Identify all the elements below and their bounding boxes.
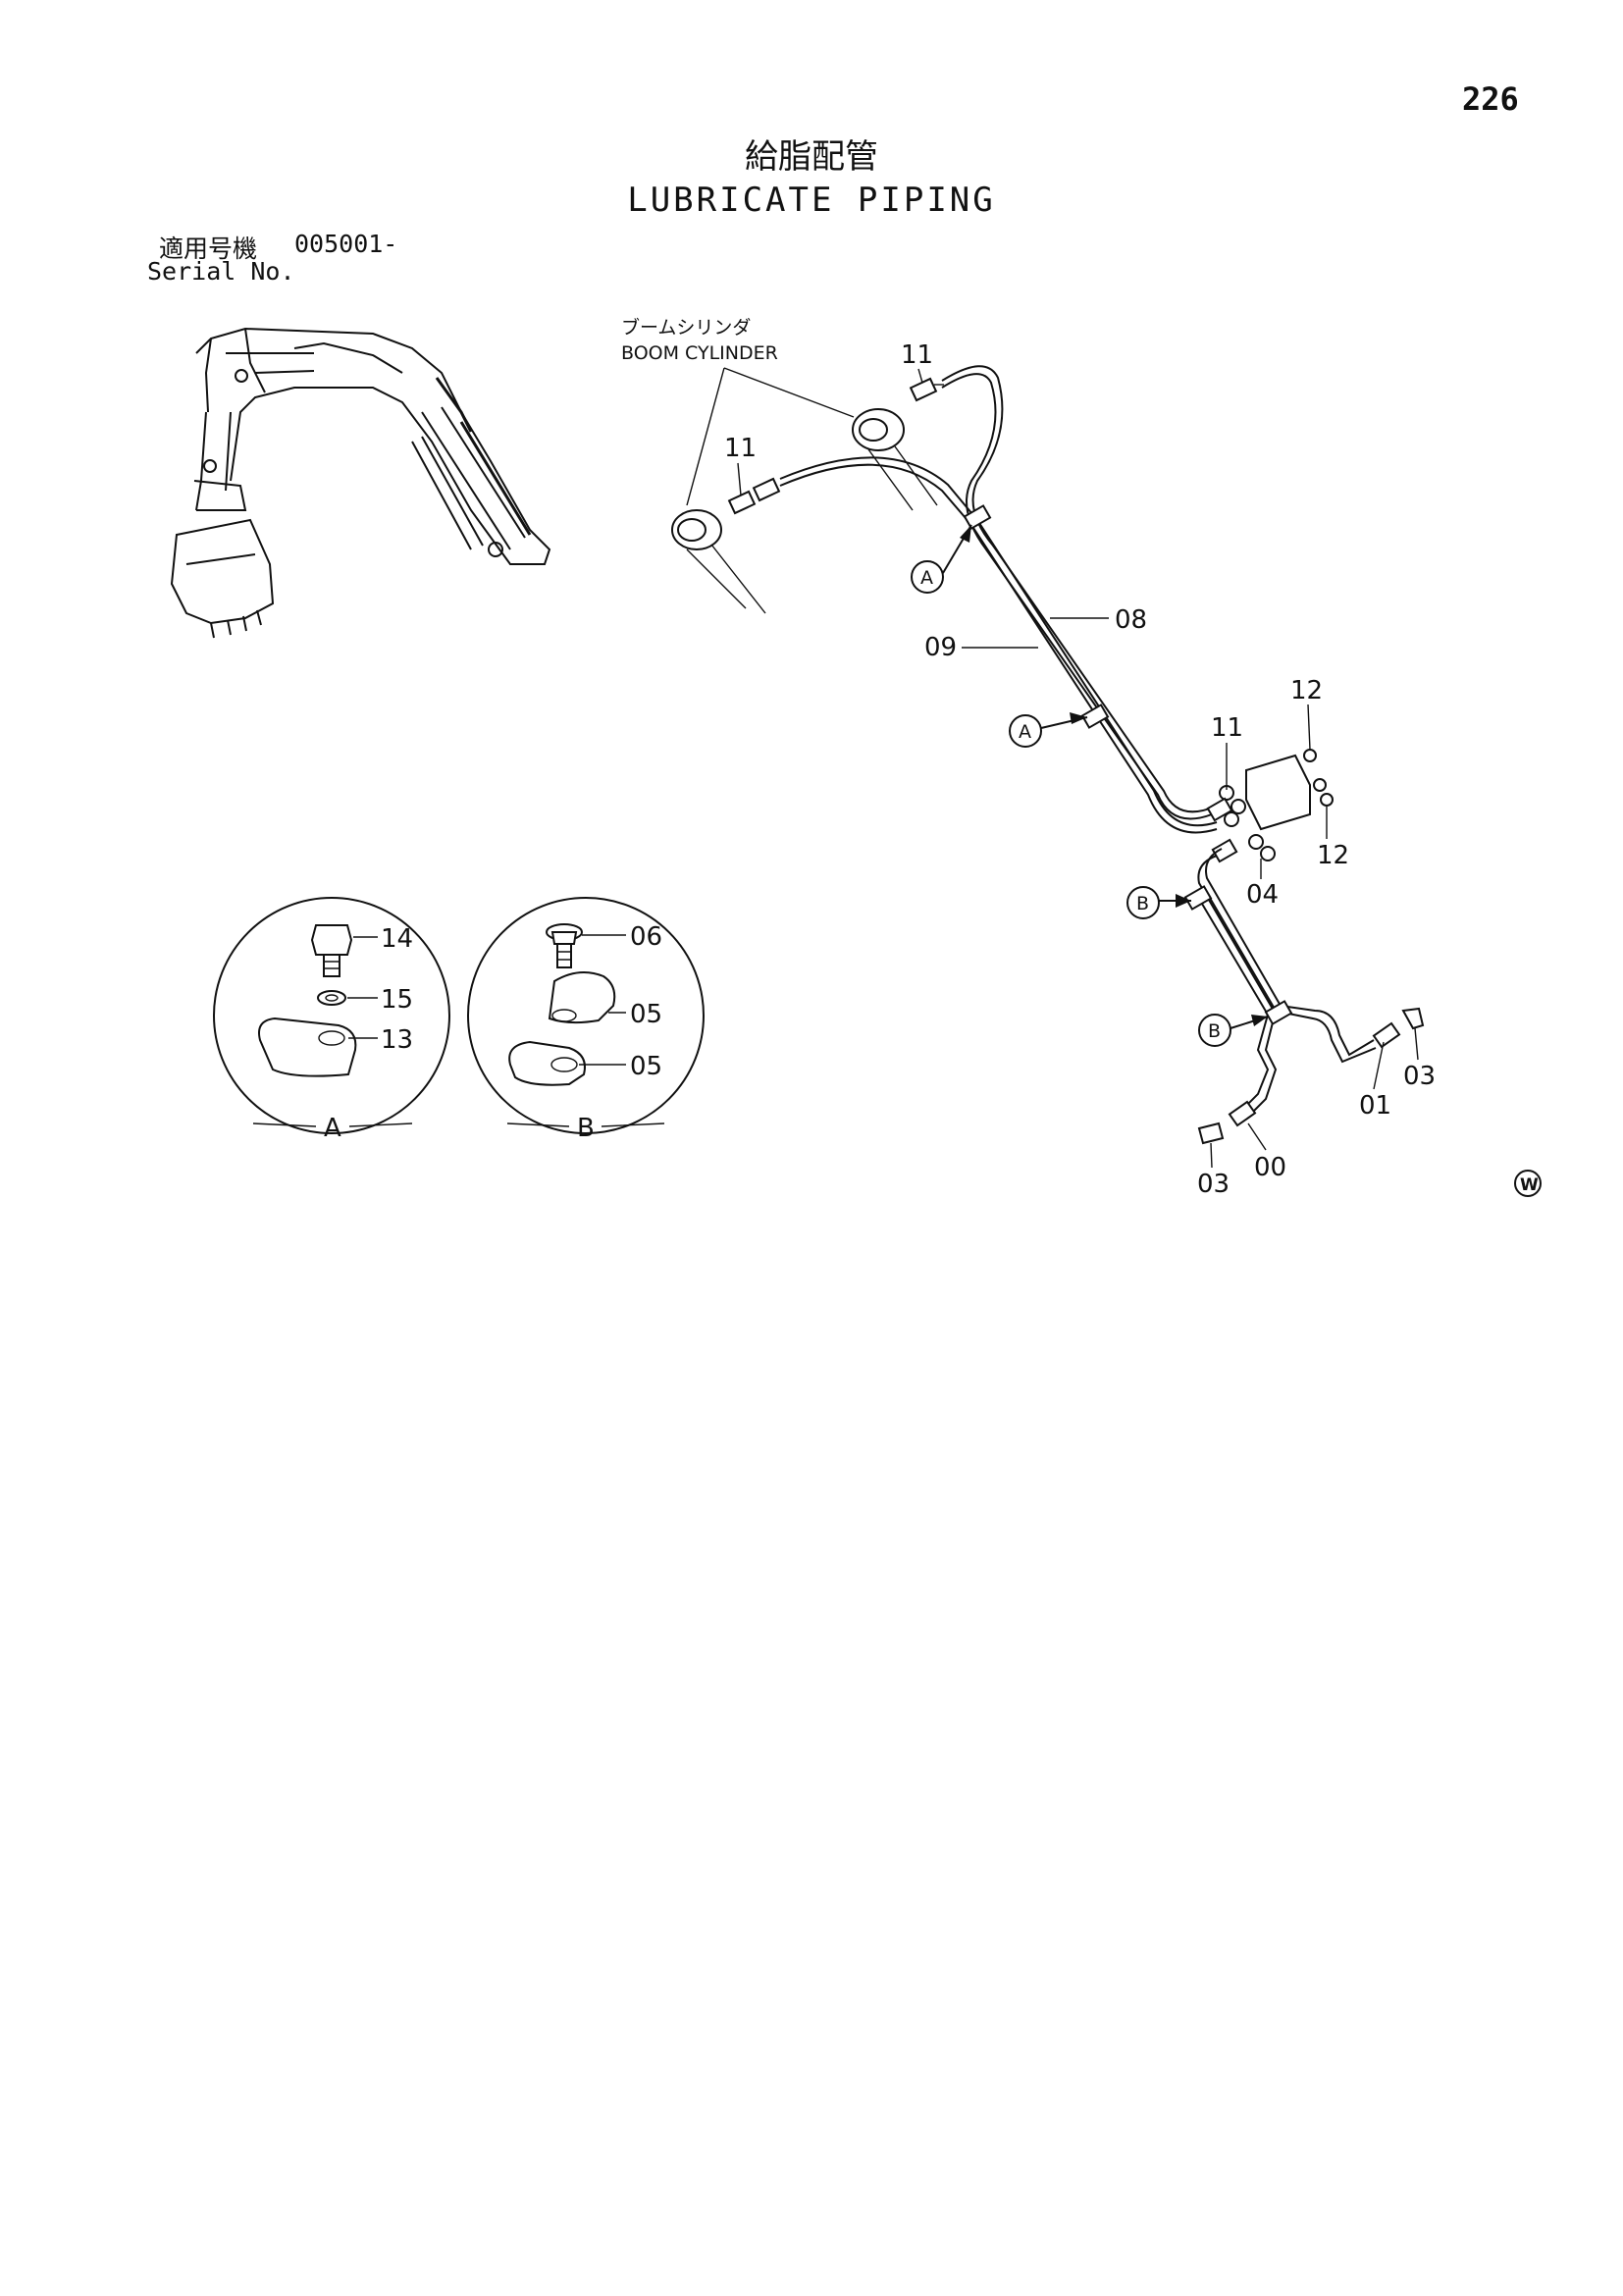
callout-06: 06: [630, 922, 662, 952]
serial-label-english: Serial No.: [147, 257, 295, 286]
leader-12-top: [1307, 704, 1311, 751]
w-mark-icon: [1514, 1170, 1542, 1197]
leader-03-left: [1210, 1142, 1213, 1169]
boom-cylinder-label-english: BOOM CYLINDER: [621, 342, 778, 364]
leader-11-top: [917, 368, 923, 384]
callout-01: 01: [1359, 1091, 1391, 1121]
grease-nipple-03-left: [1197, 1122, 1225, 1145]
callout-11-left: 11: [724, 434, 757, 463]
callout-14: 14: [381, 924, 413, 954]
callout-03-left: 03: [1197, 1170, 1230, 1199]
grease-hose-08: [941, 365, 1216, 820]
callout-15: 15: [381, 985, 413, 1015]
boom-cylinder-eye-right: [852, 408, 938, 511]
lower-grease-hoses: [1197, 848, 1377, 1120]
hose-clamp-b-upper: [1183, 885, 1213, 911]
page-title-english: LUBRICATE PIPING: [627, 181, 996, 220]
view-marker-a-lower: [1009, 712, 1088, 748]
view-marker-a-upper-label: A: [920, 567, 933, 589]
callout-05-upper: 05: [630, 1000, 662, 1029]
serial-label-japanese: 適用号機: [159, 235, 258, 263]
boom-cylinder-leader: [686, 367, 855, 506]
page-title-japanese: 給脂配管: [745, 137, 878, 177]
hose-clamp-middle: [1080, 704, 1110, 729]
callout-11-top: 11: [901, 340, 933, 370]
view-marker-a-lower-label: A: [1019, 721, 1031, 743]
excavator-overview-sketch: [170, 327, 551, 639]
leader-03-right: [1414, 1027, 1419, 1061]
grease-hose-09: [779, 456, 1218, 834]
boom-cylinder-label-japanese: ブームシリンダ: [621, 316, 751, 339]
callout-12-bottom: 12: [1317, 841, 1349, 870]
callout-13: 13: [381, 1025, 413, 1055]
callout-12-top: 12: [1290, 676, 1323, 705]
leader-01: [1373, 1041, 1385, 1090]
manifold-block: [1206, 749, 1334, 863]
leader-11-left: [737, 462, 742, 496]
serial-code: 005001-: [294, 230, 398, 258]
detail-view-b: [467, 897, 705, 1134]
detail-b-label: B: [577, 1114, 595, 1143]
callout-09: 09: [924, 633, 957, 662]
callout-05-lower: 05: [630, 1052, 662, 1081]
view-marker-a-upper: [911, 524, 972, 594]
callout-08: 08: [1115, 605, 1147, 635]
page-number: 226: [1462, 80, 1519, 118]
w-mark-label: W: [1520, 1175, 1539, 1195]
leader-00: [1247, 1122, 1267, 1151]
fitting-11-top: [909, 377, 944, 402]
callout-03-right: 03: [1403, 1062, 1436, 1091]
grease-nipple-00: [1228, 1100, 1257, 1127]
callout-00: 00: [1254, 1153, 1286, 1182]
view-marker-b-upper-label: B: [1136, 893, 1149, 914]
detail-view-a: [213, 897, 450, 1134]
view-marker-b-lower: [1198, 1014, 1269, 1047]
view-marker-b-upper: [1126, 886, 1191, 919]
view-marker-b-lower-label: B: [1208, 1020, 1221, 1042]
callout-11-right: 11: [1211, 713, 1243, 743]
boom-cylinder-eye-left: [671, 509, 766, 614]
hose-clamp-b-lower: [1264, 1000, 1293, 1025]
callout-04: 04: [1246, 880, 1279, 910]
hose-clamp-upper: [963, 504, 992, 530]
detail-a-label: A: [324, 1114, 341, 1143]
fitting-11-left: [727, 477, 781, 515]
grease-nipple-01: [1372, 1021, 1401, 1049]
grease-nipple-03-right: [1401, 1007, 1425, 1030]
